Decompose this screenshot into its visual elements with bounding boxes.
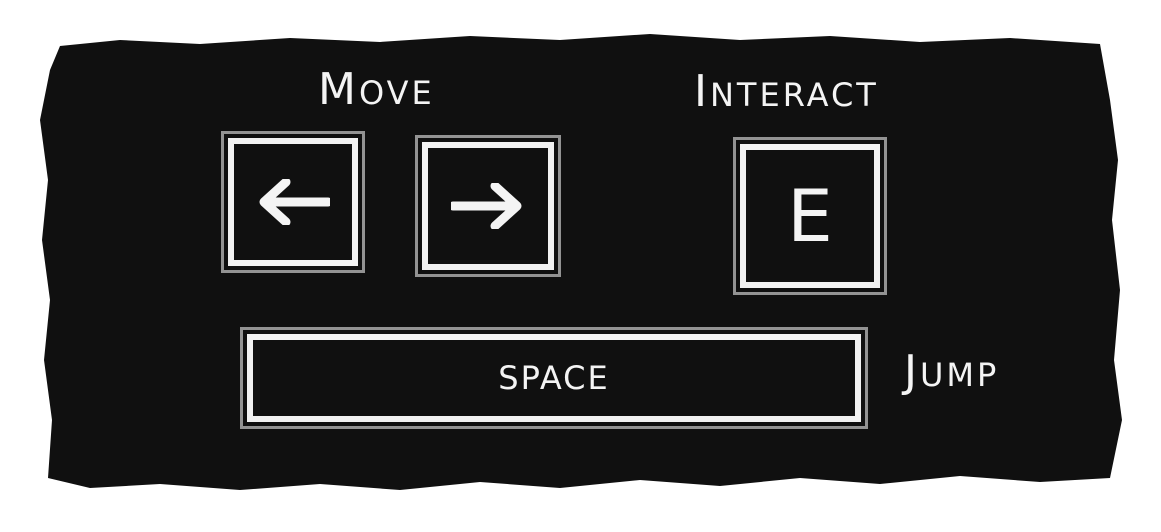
jump-heading: JUMP xyxy=(904,350,999,394)
interact-key-label: E xyxy=(787,174,833,258)
move-left-key[interactable] xyxy=(221,131,365,273)
jump-key-label: SPACE xyxy=(498,359,610,397)
move-right-key[interactable] xyxy=(415,135,561,277)
move-heading: MOVE xyxy=(318,68,435,112)
jump-heading-initial: J xyxy=(904,346,920,397)
interact-heading-initial: I xyxy=(694,66,710,117)
jump-heading-rest: UMP xyxy=(919,356,1000,394)
move-heading-rest: OVE xyxy=(358,74,435,112)
jump-key[interactable]: SPACE xyxy=(240,327,868,429)
arrow-left-icon xyxy=(256,179,330,225)
move-heading-initial: M xyxy=(318,64,359,115)
arrow-right-icon xyxy=(451,183,525,229)
interact-heading-rest: NTERACT xyxy=(709,76,879,114)
interact-key[interactable]: E xyxy=(733,137,887,295)
interact-heading: INTERACT xyxy=(694,70,879,114)
